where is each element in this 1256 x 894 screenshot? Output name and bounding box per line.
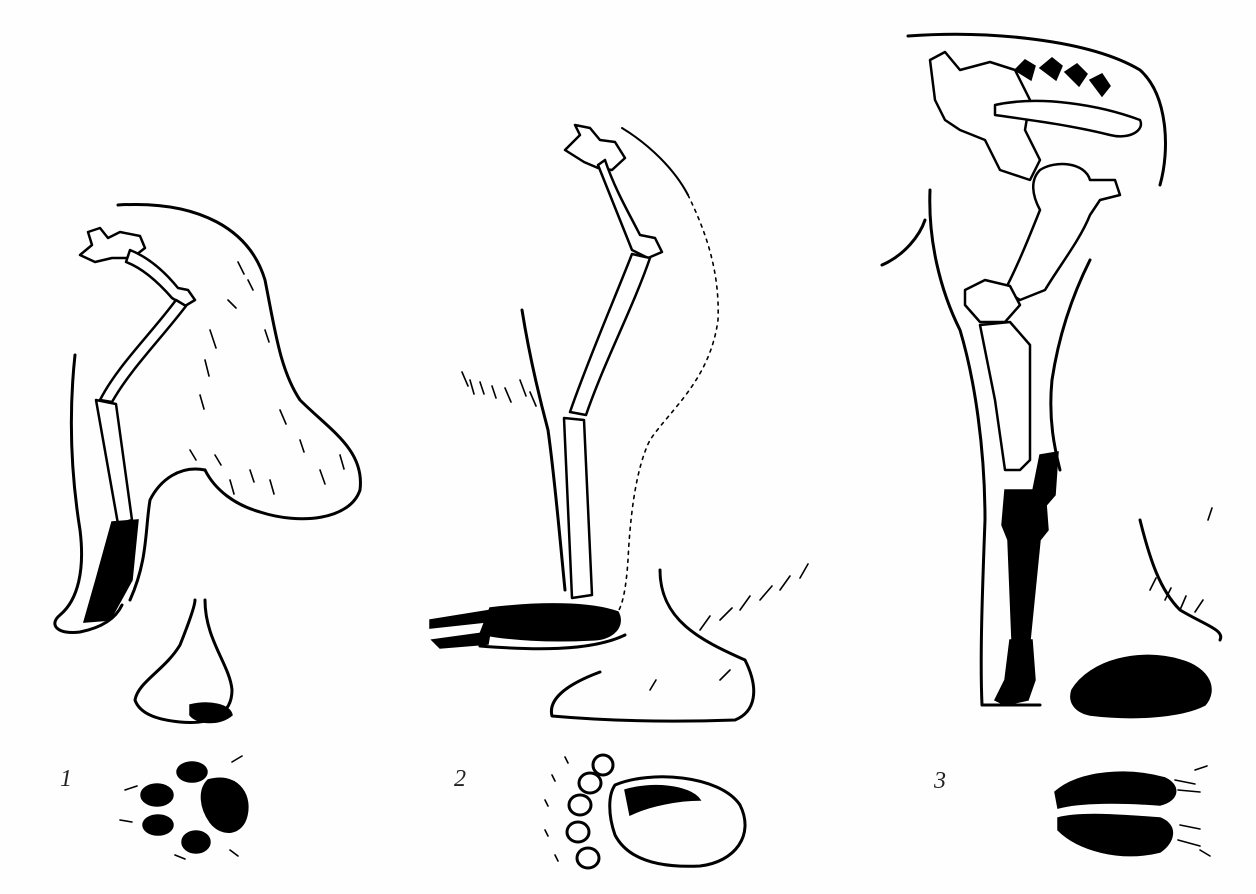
figure-1-paw-pad bbox=[190, 703, 232, 722]
figure-1-body-outline bbox=[118, 204, 360, 518]
figure-1-label: 1 bbox=[60, 766, 72, 793]
figure-2-femur bbox=[598, 160, 662, 258]
figure-2-pelvis bbox=[565, 125, 625, 170]
figure-2-shin bbox=[564, 418, 592, 598]
figure-2-footprint bbox=[545, 755, 745, 868]
figure-1-shin bbox=[96, 400, 132, 524]
figure-3-cannon bbox=[1002, 490, 1048, 640]
figure-3-vertebrae bbox=[1015, 58, 1110, 96]
figure-1-footprint bbox=[120, 756, 248, 859]
figure-3-label: 3 bbox=[934, 768, 946, 795]
figure-3-femur bbox=[1005, 164, 1120, 300]
figure-2-body-top bbox=[622, 128, 688, 195]
figure-3-limb bbox=[882, 34, 1221, 856]
figure-1-tibia bbox=[100, 300, 186, 402]
figure-3-rump-outline bbox=[882, 220, 925, 265]
figure-2-limb bbox=[430, 125, 808, 868]
figure-3-hoof bbox=[1071, 655, 1211, 717]
figure-1-leg-back-outline bbox=[130, 469, 205, 600]
figure-3-tibia bbox=[980, 322, 1030, 470]
figure-1-foot-bones bbox=[84, 520, 138, 622]
figure-2-label: 2 bbox=[454, 766, 466, 793]
figure-1-femur bbox=[126, 250, 195, 306]
figure-3-rear-outline bbox=[1051, 260, 1090, 470]
figure-2-leg-front-outline bbox=[522, 310, 565, 590]
figure-3-hoof-side bbox=[1140, 520, 1221, 640]
figure-2-paw-fur bbox=[650, 564, 808, 690]
figure-3-hoofprint bbox=[1055, 766, 1210, 856]
figure-2-front-fur bbox=[462, 372, 536, 406]
figure-3-hoof-hair bbox=[1150, 508, 1212, 612]
figure-3-hoof-bones bbox=[995, 640, 1035, 705]
figure-1-limb bbox=[55, 204, 361, 859]
figure-2-tibia bbox=[570, 254, 650, 415]
figure-2-foot-bones bbox=[480, 604, 620, 641]
